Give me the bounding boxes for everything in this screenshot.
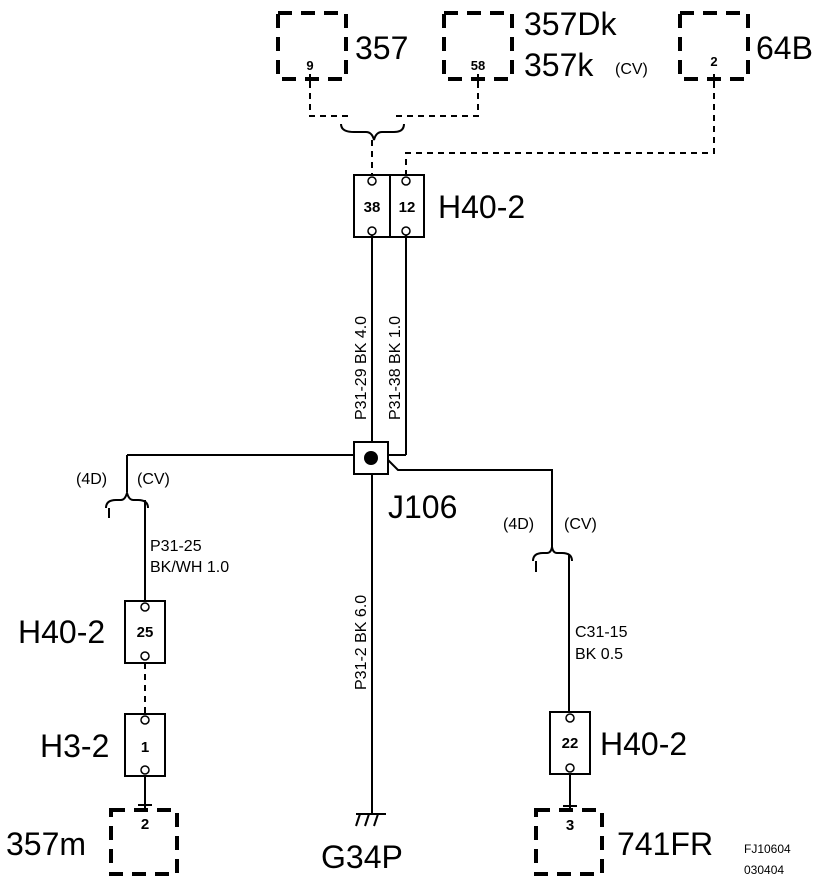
connector-357-label: 357	[355, 30, 408, 66]
wire-357dk-branch	[396, 82, 479, 117]
figure-code: FJ10604	[744, 842, 791, 856]
connector-357dk-pin: 58	[471, 58, 485, 73]
connector-h40-2-top-pin-b: 12	[399, 199, 416, 216]
connector-357dk-variant: (CV)	[615, 61, 648, 78]
variant-left-cv: (CV)	[137, 471, 170, 488]
wire-label-p31-29: P31-29 BK 4.0	[353, 316, 370, 420]
connector-64b-pin: 2	[710, 54, 717, 69]
connector-h40-2-right-label: H40-2	[600, 726, 687, 762]
connector-741fr-label: 741FR	[617, 826, 713, 862]
connector-357m-pin: 2	[141, 816, 149, 833]
wire-357-branch	[309, 82, 350, 117]
figure-date: 030404	[744, 863, 784, 877]
splice-j106-dot	[364, 451, 378, 465]
wire-label-c31-15-line1: C31-15	[575, 624, 628, 641]
connector-64b-label: 64B	[756, 30, 813, 66]
variant-left-4d: (4D)	[76, 471, 107, 488]
connector-h40-2-left-pin: 25	[137, 624, 154, 641]
splice-j106: J106	[127, 441, 553, 548]
connector-64b: 2 64B	[678, 11, 813, 81]
ground-branch: P31-2 BK 6.0 G34P	[321, 474, 403, 875]
connector-741fr-box	[534, 808, 604, 876]
wire-label-p31-2: P31-2 BK 6.0	[353, 595, 370, 690]
wire-label-p31-25-line2: BK/WH 1.0	[150, 559, 229, 576]
ground-g34p-label: G34P	[321, 839, 403, 875]
variant-right-cv: (CV)	[564, 516, 597, 533]
wire-label-c31-15-line2: BK 0.5	[575, 646, 623, 663]
variant-right-4d: (4D)	[503, 516, 534, 533]
left-branch: (4D) (CV) P31-25 BK/WH 1.0 25 H40-2 1 H3…	[6, 455, 229, 876]
connector-357dk: 58 357Dk 357k (CV)	[442, 6, 648, 83]
connector-h40-2-top-pin-a: 38	[364, 199, 381, 216]
connector-h3-2-label: H3-2	[40, 728, 109, 764]
wire-64b-to-pin-12	[405, 82, 715, 176]
wire-j106-right	[387, 459, 553, 548]
connector-357dk-label-line2: 357k	[524, 47, 594, 83]
connector-357: 9 357	[276, 11, 408, 81]
connector-357-box	[276, 11, 348, 81]
connector-357dk-label-line1: 357Dk	[524, 6, 618, 42]
connector-357-pin: 9	[306, 58, 313, 73]
wire-label-p31-38: P31-38 BK 1.0	[387, 316, 404, 420]
connector-741fr-pin: 3	[566, 817, 574, 834]
wire-label-p31-25-line1: P31-25	[150, 538, 202, 555]
connector-h40-2-top: 38 12 H40-2	[353, 174, 525, 238]
right-branch: (4D) (CV) C31-15 BK 0.5 22 H40-2 3 741FR	[503, 516, 713, 876]
connector-h3-2-pin: 1	[141, 739, 149, 756]
connector-h40-2-top-label: H40-2	[438, 189, 525, 225]
connector-64b-box	[678, 11, 750, 81]
connector-h40-2-left-label: H40-2	[18, 614, 105, 650]
variant-brace-right	[532, 546, 573, 562]
splice-j106-label: J106	[388, 489, 457, 525]
variant-brace-left	[105, 489, 149, 509]
connector-h40-2-right-pin: 22	[562, 735, 579, 752]
top-wiring	[309, 74, 715, 176]
connector-357m-box	[109, 808, 179, 876]
variant-brace-top	[340, 123, 405, 141]
connector-357m-label: 357m	[6, 826, 86, 862]
